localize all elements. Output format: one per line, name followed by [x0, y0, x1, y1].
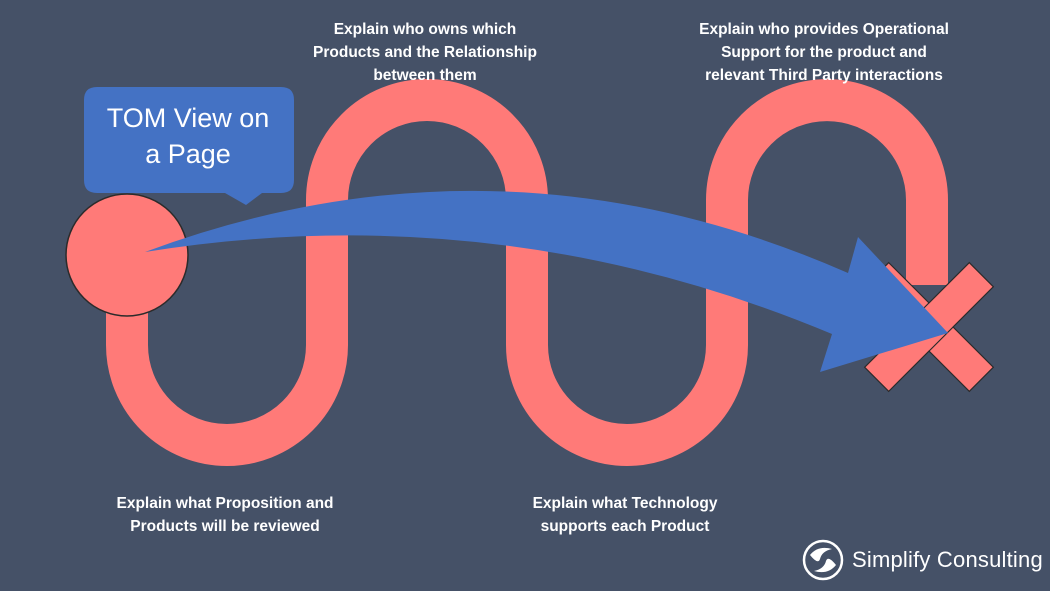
start-circle [65, 193, 189, 317]
caption-line: supports each Product [540, 518, 710, 535]
progress-arrow [145, 190, 948, 372]
brand-name: Simplify Consulting [852, 547, 1043, 572]
callout-title: TOM View on a Page [83, 100, 293, 172]
callout-line: a Page [145, 139, 231, 169]
callout-line: TOM View on [106, 103, 270, 133]
step-1-caption: Explain what Proposition and Products wi… [95, 492, 355, 538]
step-3-caption: Explain what Technology supports each Pr… [505, 492, 745, 538]
caption-line: Explain what Proposition and [116, 495, 334, 512]
caption-line: Explain who provides Operational [699, 21, 949, 38]
step-2-caption: Explain who owns which Products and the … [295, 18, 555, 87]
caption-line: Support for the product and [721, 44, 927, 61]
caption-line: Products and the Relationship [313, 44, 537, 61]
step-4-caption: Explain who provides Operational Support… [664, 18, 984, 87]
journey-path [106, 79, 948, 466]
callout-bubble [84, 87, 294, 205]
caption-line: Explain what Technology [532, 495, 718, 512]
caption-line: Explain who owns which [333, 21, 517, 38]
caption-line: relevant Third Party interactions [705, 67, 943, 84]
swirl-logo-icon [802, 539, 844, 581]
caption-line: Products will be reviewed [130, 518, 320, 535]
brand-logo: Simplify Consulting [802, 538, 1043, 582]
caption-line: between them [373, 67, 477, 84]
